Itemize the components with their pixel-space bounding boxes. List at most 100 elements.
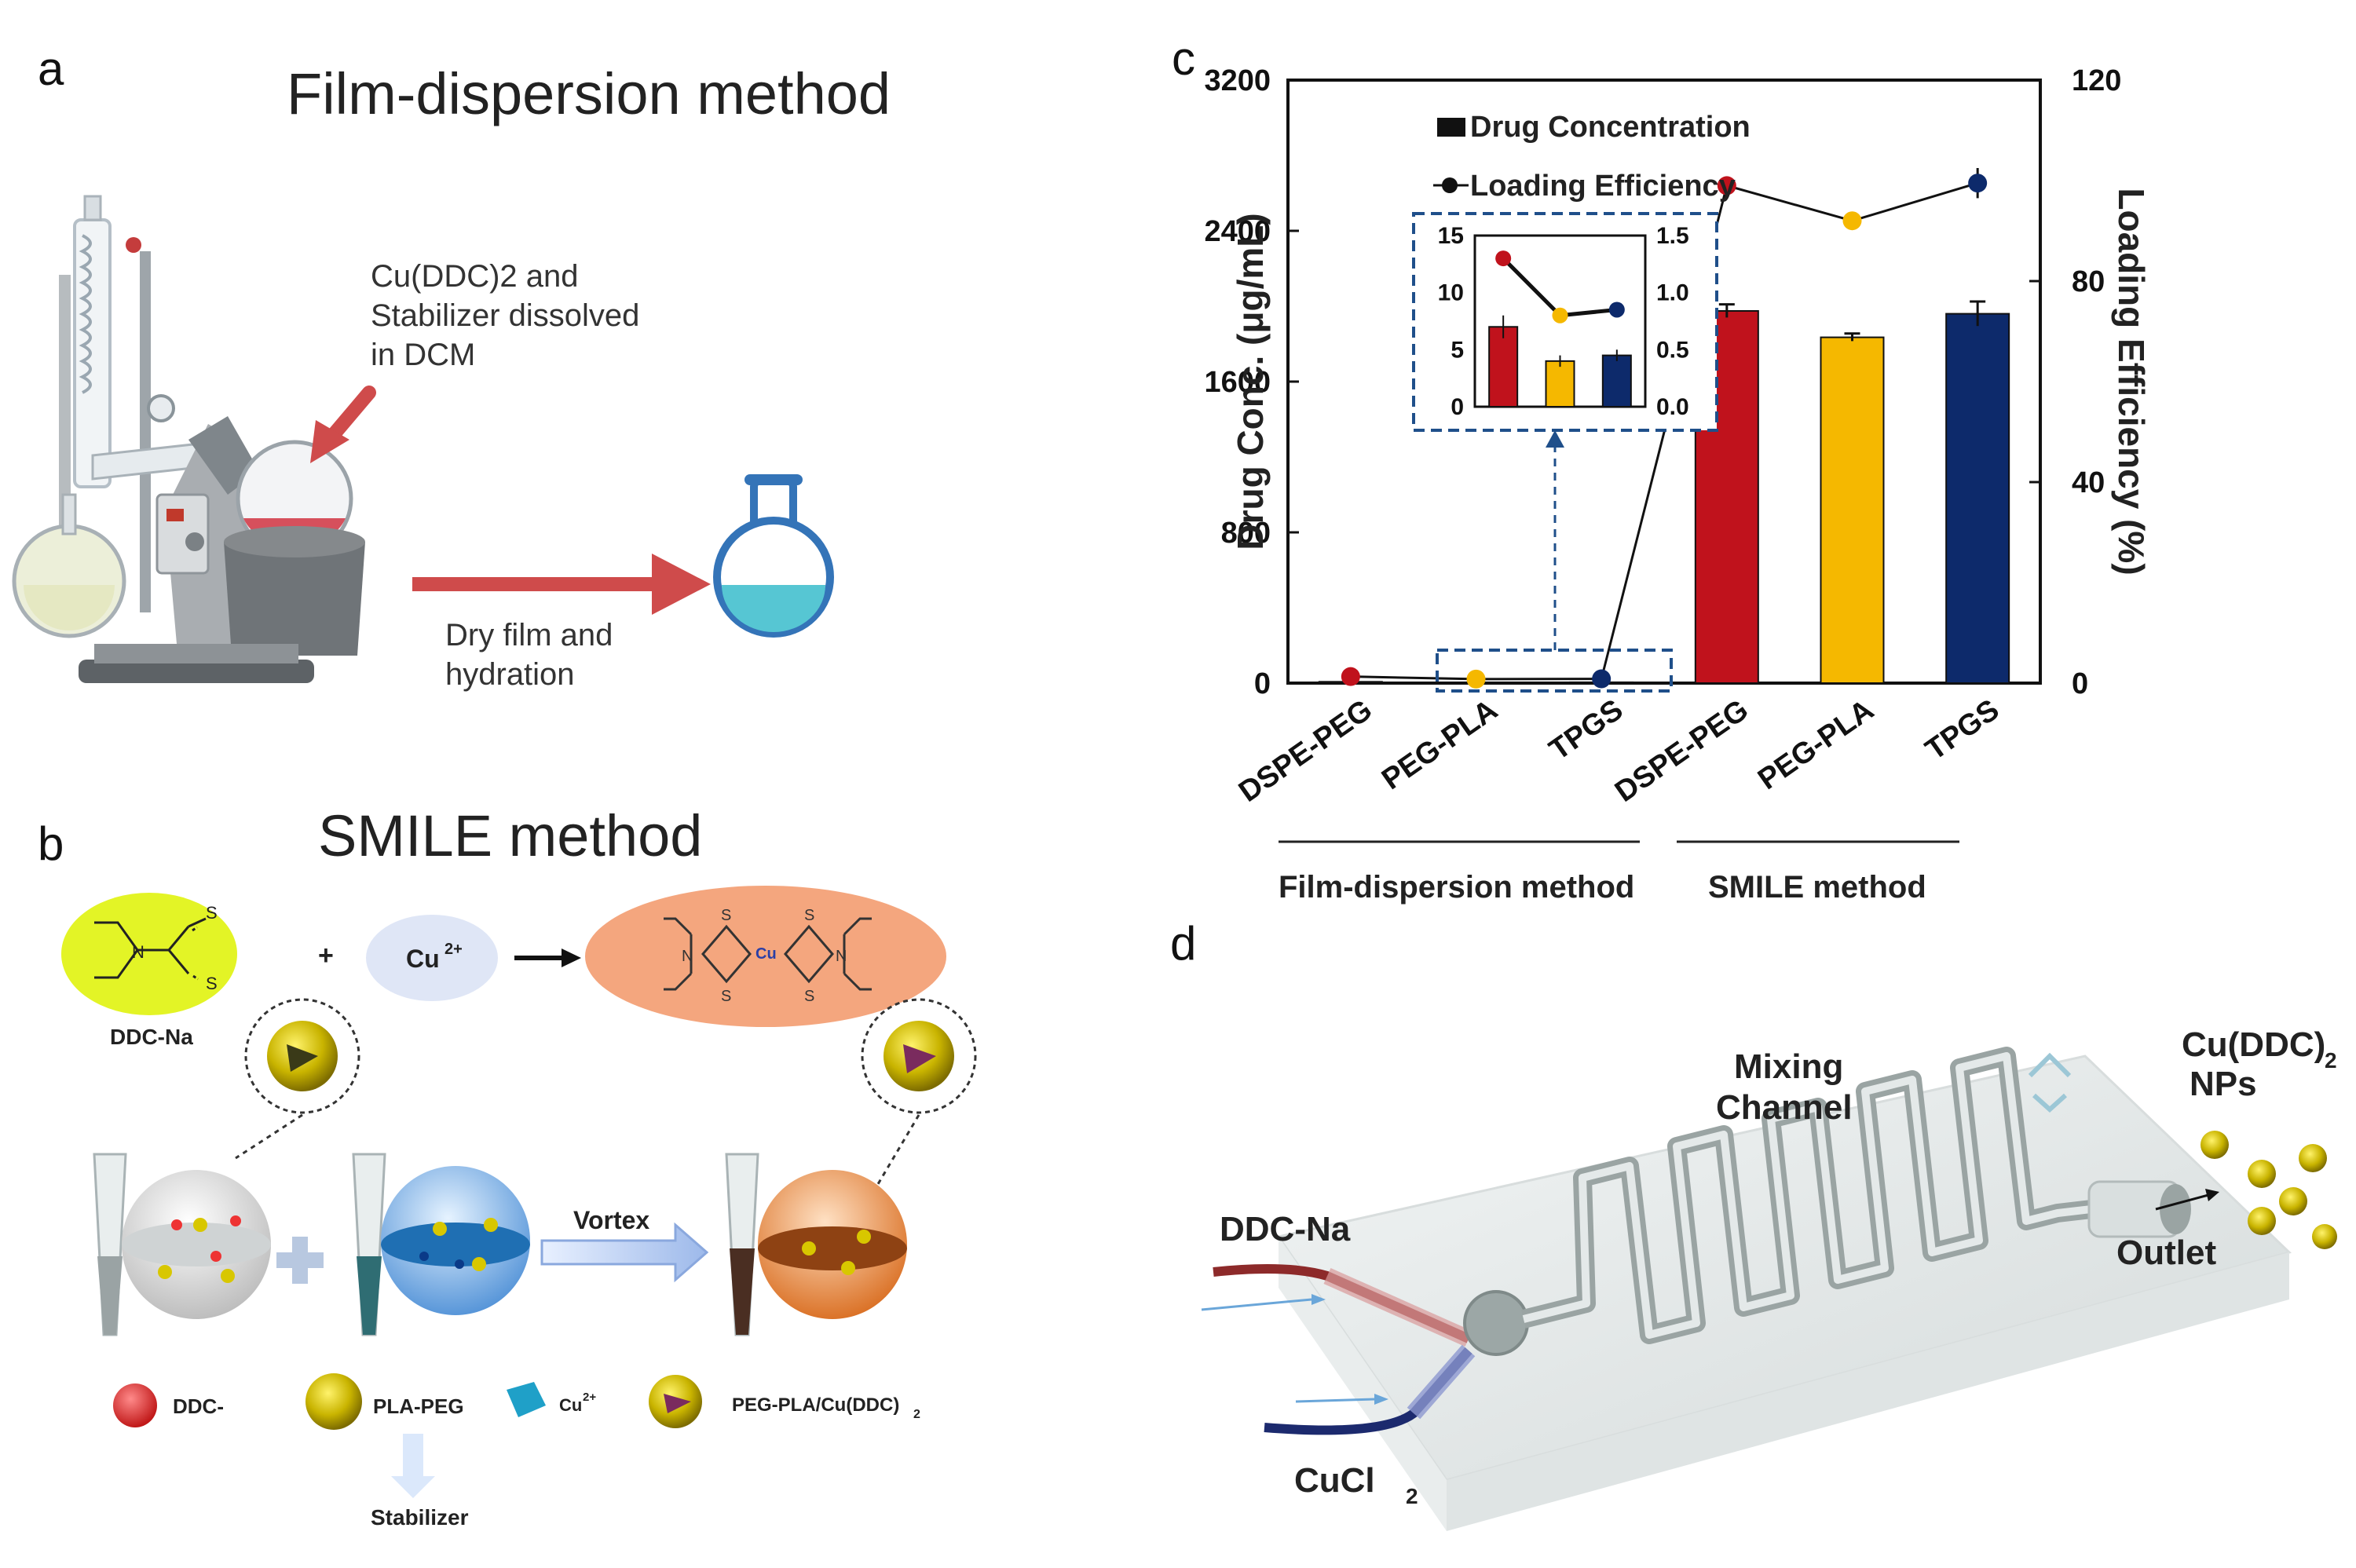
- x-tick-label: PEG-PLA: [1376, 693, 1503, 796]
- ddc-inlet-channel: [1323, 1267, 1472, 1347]
- legend-point-swatch: [1442, 177, 1458, 193]
- y2-tick-label: 120: [2072, 64, 2121, 97]
- point-loading-efficiency: [1592, 669, 1612, 689]
- reaction-arrowhead-icon: [562, 948, 581, 967]
- mixing-illustration: Vortex: [93, 1153, 907, 1336]
- y-tick-label: 800: [1221, 517, 1271, 550]
- panel-a-title: Film-dispersion method: [287, 61, 891, 126]
- plapeg-legend-icon: [305, 1373, 362, 1430]
- x-tick-label: TPGS: [1919, 693, 2005, 767]
- bar-drug-concentration: [1945, 313, 2010, 684]
- hydration-arrow-shaft: [412, 577, 656, 591]
- mixing-label-2: Channel: [1716, 1088, 1853, 1127]
- hydration-arrowhead-icon: [652, 554, 711, 615]
- outlet-arrowhead-icon: [2205, 1189, 2219, 1201]
- inlet-cucl2-sub: 2: [1406, 1484, 1418, 1508]
- structure-s-1: S: [721, 907, 731, 924]
- nanoparticles-icon: [2201, 1131, 2337, 1249]
- vortex-label: Vortex: [573, 1206, 649, 1234]
- structure-s-4: S: [804, 988, 814, 1005]
- outlet-arrow: [2155, 1193, 2209, 1211]
- ddc-legend-icon: [113, 1383, 157, 1427]
- y2-tick-label: 40: [2072, 466, 2105, 499]
- structure-s-3: S: [804, 907, 814, 924]
- legend-loading-efficiency: Loading Efficiency: [1470, 170, 1736, 203]
- ddc-structure-icon: [94, 917, 207, 981]
- rotary-evaporator-illustration: [12, 195, 365, 683]
- microfluidic-chip-front: [1279, 1237, 1447, 1531]
- panel-b-letter: b: [38, 817, 64, 870]
- y-tick-label: 1600: [1204, 366, 1271, 399]
- legend-plapeg-label: PLA-PEG: [373, 1394, 464, 1418]
- inset-bar: [1488, 326, 1519, 408]
- panel-d: d Mix: [1170, 917, 2337, 1531]
- cu-ddc2-structure-icon: [664, 917, 872, 991]
- x-tick-label: TPGS: [1543, 693, 1629, 767]
- inset-y2-tick-label: 1.0: [1656, 280, 1689, 306]
- panel-a-note-line-1: Cu(DDC)2 and: [371, 259, 579, 294]
- ddc-inlet-tube: [1213, 1264, 1471, 1343]
- panel-a-note-line-2: Stabilizer dissolved: [371, 298, 639, 333]
- outlet-opening: [2160, 1184, 2191, 1234]
- legend-cu-charge: 2+: [583, 1391, 596, 1404]
- y-axis-label: Drug Conc. (μg/mL): [1230, 213, 1271, 550]
- structure-cu-atom: Cu: [755, 945, 777, 963]
- panel-a-arrow-line-2: hydration: [445, 657, 575, 692]
- zoom-leader-lines: [235, 1113, 920, 1202]
- cucl2-inlet-channel: [1407, 1344, 1476, 1420]
- x-tick-label: DSPE-PEG: [1609, 693, 1754, 809]
- cu-charge: 2+: [444, 941, 463, 958]
- panel-a-arrow-line-1: Dry film and: [445, 618, 613, 652]
- ddc-flow-arrow: [1201, 1298, 1312, 1311]
- legend-bar-swatch: [1437, 118, 1465, 137]
- mixing-label-1: Mixing: [1734, 1047, 1843, 1086]
- micelle-core-icon-1: [287, 1044, 318, 1072]
- y-tick-label: 3200: [1204, 64, 1271, 97]
- panel-d-letter: d: [1170, 917, 1196, 970]
- group-label-smile: SMILE method: [1708, 870, 1926, 905]
- inset-y-tick-label: 5: [1451, 337, 1464, 363]
- point-loading-efficiency: [1842, 211, 1862, 231]
- legend-ddc-label: DDC-: [173, 1394, 224, 1418]
- microfluidic-chip-side: [1447, 1252, 2289, 1531]
- inset-efficiency-point: [1495, 250, 1512, 267]
- highlight-box-low-values: [1436, 649, 1673, 693]
- cu-ion-ellipse: [366, 915, 498, 1001]
- mixing-junction: [1463, 1290, 1529, 1356]
- chip-connector-icon: [2028, 1052, 2072, 1113]
- group-label-film: Film-dispersion method: [1279, 870, 1634, 905]
- cu-label: Cu: [406, 945, 440, 973]
- structure-s-2: S: [721, 988, 731, 1005]
- bar-drug-concentration: [1820, 336, 1885, 684]
- cucl2-flow-arrow: [1295, 1398, 1375, 1403]
- panel-a: a Film-dispersion method: [12, 42, 891, 692]
- structure-n-left: N: [682, 948, 693, 965]
- inset-bar: [1545, 360, 1575, 408]
- panel-a-letter: a: [38, 42, 64, 95]
- inlet-cucl2-label: CuCl: [1294, 1461, 1375, 1500]
- panel-c-letter: c: [1172, 32, 1195, 85]
- ddc-s-atom-top: S: [206, 903, 218, 923]
- inset-efficiency-point: [1608, 302, 1625, 318]
- point-loading-efficiency: [1466, 669, 1486, 689]
- y-tick-label: 0: [1254, 667, 1271, 700]
- panel-a-note-line-3: in DCM: [371, 338, 475, 372]
- inset-y2-tick-label: 1.5: [1656, 223, 1689, 249]
- y-tick-label: 2400: [1204, 215, 1271, 248]
- round-flask-icon: [713, 474, 834, 638]
- line-loading-efficiency: [1350, 181, 1978, 681]
- legend-drug-concentration: Drug Concentration: [1470, 111, 1751, 144]
- product-label: Cu(DDC): [2182, 1025, 2325, 1064]
- panel-b-title: SMILE method: [318, 803, 702, 868]
- stabilizer-arrowhead-icon: [391, 1476, 435, 1498]
- inlet-ddc-label: DDC-Na: [1220, 1210, 1351, 1248]
- x-tick-label: DSPE-PEG: [1233, 693, 1378, 809]
- panel-b: b SMILE method N S S DDC-Na + Cu 2+ Cu N…: [38, 803, 977, 1530]
- cu-legend-icon: [507, 1382, 546, 1417]
- structure-n-right: N: [836, 948, 847, 965]
- point-loading-efficiency: [1968, 174, 1988, 193]
- stabilizer-arrow-shaft: [403, 1434, 423, 1481]
- plus-sign-1: +: [318, 941, 334, 970]
